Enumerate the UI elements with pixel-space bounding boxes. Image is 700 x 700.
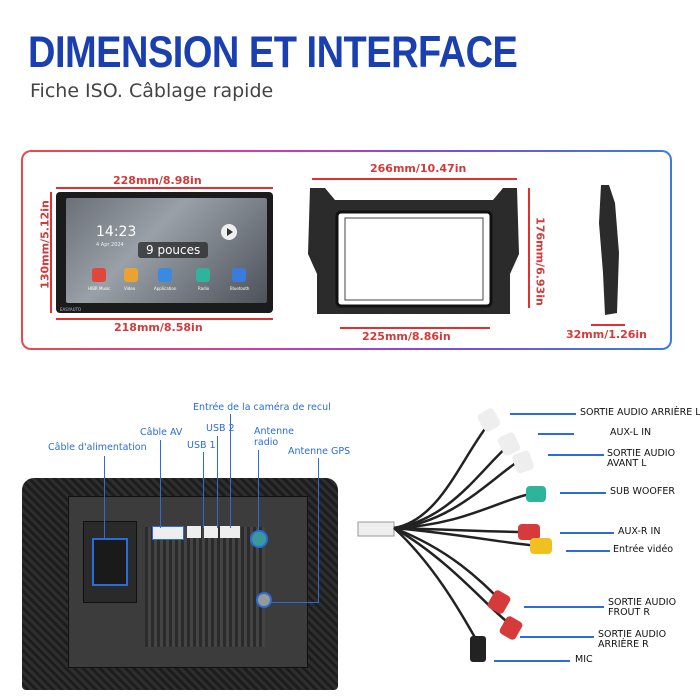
screen-date: 4 Apr 2024: [96, 242, 124, 248]
radio-antenna-port: [250, 530, 268, 548]
rear-l-arrow: [510, 413, 576, 415]
usb2-connector: [204, 526, 218, 538]
bluetooth-app-icon: [232, 268, 246, 282]
head-unit-screen: 14:23 4 Apr 2024 9 pouces HIBR Music Vid…: [56, 192, 273, 313]
depth-label: 32mm/1.26in: [566, 328, 647, 341]
app-label-music: HIBR Music: [88, 286, 111, 291]
app-label-bluetooth: Bluetooth: [230, 286, 250, 291]
app-label-video: Video: [124, 286, 136, 291]
screen-clock: 14:23: [96, 224, 137, 240]
frame-inner-line: [340, 327, 490, 329]
head-unit-back: [22, 478, 338, 690]
heatsink-fins: [145, 527, 265, 647]
power-leader: [104, 456, 105, 540]
page-title: DIMENSION ET INTERFACE: [28, 28, 518, 78]
gps-leader-h: [270, 602, 319, 603]
screen-bottom-line: [56, 318, 273, 320]
video-in-label: Entrée vidéo: [613, 544, 674, 555]
frame-height-line: [528, 188, 530, 308]
wiring-harness: [357, 408, 552, 662]
usb1-leader: [203, 452, 204, 528]
sub-arrow: [560, 492, 606, 494]
av-label: Câble AV: [140, 427, 183, 438]
front-l-label: SORTIE AUDIO AVANT L: [607, 448, 676, 469]
music-app-icon: [92, 268, 106, 282]
front-l-arrow: [548, 454, 604, 456]
camera-label: Entrée de la caméra de recul: [193, 402, 331, 413]
av-connector: [152, 526, 184, 540]
page-subtitle: Fiche ISO. Câblage rapide: [30, 80, 274, 102]
frame-width-line: [312, 178, 517, 180]
mounting-frame: [308, 188, 519, 314]
aux-l-arrow: [538, 433, 574, 435]
gps-label: Antenne GPS: [288, 446, 351, 457]
radio-label: Antenne radio: [254, 426, 294, 448]
radio-app-icon: [196, 268, 210, 282]
app-label-application: Application: [154, 286, 177, 291]
screen-width-label: 228mm/8.98in: [113, 174, 202, 187]
sub-label: SUB WOOFER: [610, 486, 675, 497]
screen-width-line: [56, 187, 273, 189]
rear-r-label: SORTIE AUDIO ARRIÈRE R: [598, 629, 667, 650]
size-badge: 9 pouces: [138, 242, 209, 258]
mic-arrow: [494, 660, 570, 662]
av-leader: [160, 440, 161, 528]
front-r-label: SORTIE AUDIO FROUT R: [608, 597, 677, 618]
rear-l-label: SORTIE AUDIO ARRIÈRE L: [580, 407, 700, 418]
screen-bottom-width-label: 218mm/8.58in: [114, 321, 203, 334]
mic-label: MIC: [575, 654, 593, 665]
screen-height-line: [50, 192, 52, 313]
usb2-leader: [217, 436, 218, 528]
play-icon: [221, 224, 237, 240]
aux-r-arrow: [560, 532, 614, 534]
application-app-icon: [158, 268, 172, 282]
video-app-icon: [124, 268, 138, 282]
frame-inner-width-label: 225mm/8.86in: [362, 330, 451, 343]
brand-logo: EASYAUTO: [60, 307, 82, 312]
radio-leader: [258, 450, 259, 530]
screen-display: 14:23 4 Apr 2024 9 pouces HIBR Music Vid…: [66, 198, 267, 303]
usb1-connector: [187, 526, 201, 538]
usb1-label: USB 1: [187, 440, 216, 451]
rear-r-arrow: [520, 636, 594, 638]
app-label-radio: Radio: [198, 286, 210, 291]
side-view: [599, 185, 619, 315]
camera-leader: [230, 414, 231, 528]
power-label: Câble d'alimentation: [48, 442, 147, 453]
frame-height-label: 176mm/6.93in: [533, 217, 547, 306]
aux-l-label: AUX-L IN: [610, 427, 652, 438]
depth-line: [591, 324, 625, 326]
gps-antenna-port: [256, 592, 272, 608]
power-connector: [92, 538, 128, 586]
gps-leader: [318, 458, 319, 602]
frame-width-label: 266mm/10.47in: [370, 162, 467, 175]
video-in-arrow: [566, 550, 610, 552]
aux-r-label: AUX-R IN: [618, 526, 661, 537]
camera-connector: [220, 526, 240, 538]
front-r-arrow: [524, 606, 604, 608]
usb2-label: USB 2: [206, 423, 235, 434]
